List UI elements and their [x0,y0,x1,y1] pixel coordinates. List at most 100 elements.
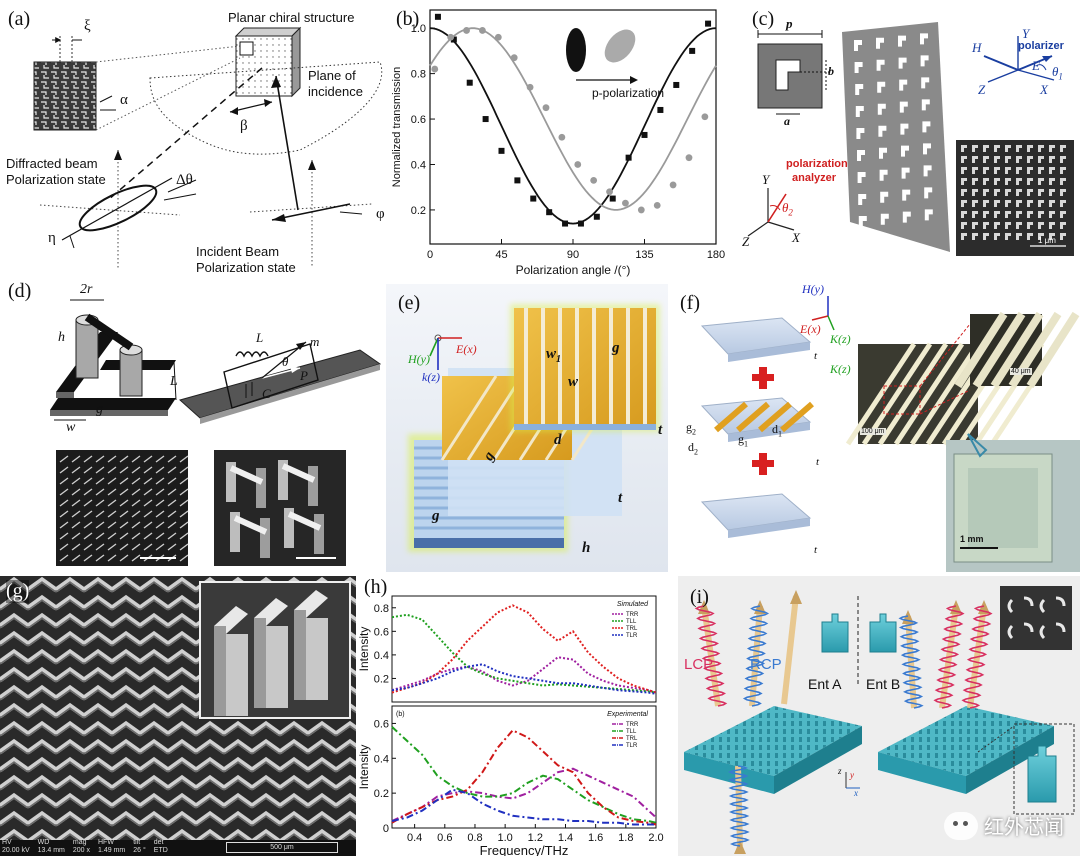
f-g2-symbol: g [686,420,692,434]
g-inset-face [254,618,266,708]
g-info-value: 13.4 mm [37,847,65,854]
d-sem2-bridge [233,515,268,535]
c-sem-element [1016,211,1022,218]
c-sheet-hole [902,189,911,201]
chart-b-point [530,195,537,202]
chart-b-xtick-label: 180 [707,249,725,261]
f-scale-big: 1 mm [960,534,984,544]
d-sem1-element [71,532,81,540]
c-sem-element [1027,189,1033,196]
f-g1-symbol: g [738,432,744,446]
d-sem1-element [83,488,93,496]
c-sem-element [961,211,967,218]
d-sem1-element [143,488,153,496]
chart-b-point [669,181,677,189]
e-h-label: h [582,540,591,556]
f-t2-label: t [816,456,820,468]
c-sem-element [961,156,967,163]
panel-g-sem [0,576,356,856]
chart-b-ellipse-black [566,28,586,72]
d-sem1-element [167,543,177,551]
wechat-icon [944,811,978,840]
g-info-label: mag [72,839,87,846]
c-sheet-hole [923,165,932,177]
c-sem-element [1049,189,1055,196]
d-sem1-element [119,455,129,463]
d-sem1-element [179,455,189,463]
c-sem-element [1005,200,1011,207]
c-sem-element [983,189,989,196]
d-sem1-element [59,543,69,551]
d-sem1-element [95,554,105,562]
chart-b-fit-line [429,27,717,225]
c-sem-element [972,156,978,163]
d-sem1-element [107,521,117,529]
i-EntB-label: Ent B [866,676,901,692]
c-sem-element [972,233,978,240]
f-g1-sub: 1 [744,439,748,449]
panel-label-b: (b) [396,8,420,30]
d-sem1-element [71,554,81,562]
beta-symbol: β [240,118,248,134]
f-g1-label: g1 [738,432,748,448]
g-scale-label: 500 μm [270,844,294,851]
chart-b-point [510,54,518,62]
c-scale-label: 1 μm [1038,236,1056,245]
chart-b-point [577,220,584,227]
c-sem-element [1060,145,1066,152]
chart-b-ytick-label: 0.6 [411,114,426,126]
d-sem1-element [167,521,177,529]
d-sem2-bridge [287,511,322,531]
planar-chiral-label: Planar chiral structure [228,10,355,25]
d-sem1-element [71,499,81,507]
chart-b-point [463,27,470,34]
c-sem-element [1049,167,1055,174]
g-info-label: HV [2,839,12,846]
d-sem2-bar [308,466,318,506]
chart-b-point [526,83,534,91]
chart-h-series-line [391,604,657,694]
d-sem1-element [179,532,189,540]
f-mid-stripe [845,342,917,446]
d-sem1-element [107,554,117,562]
chart-b-point [657,106,664,113]
d-sem1-element [155,455,165,463]
d-sem1-element [167,488,177,496]
c-sheet-hole [879,147,887,159]
diffracted-label-1: Diffracted beam [6,156,98,171]
chart-h-legend-title: Experimental [607,711,648,718]
i-beam-rcp-helix [742,605,770,707]
c-sem-element [1027,233,1033,240]
d-sem2-bar [284,508,294,548]
d-sem1-element [131,488,141,496]
c-sem-element [1038,233,1044,240]
chart-h-ytick-label: 0.8 [374,603,389,615]
g-info-label: tilt [133,839,141,846]
f-d2-sub: 2 [694,447,698,457]
c-sem-element [961,222,967,229]
chart-b-point [514,177,521,184]
chart-b-ytick-label: 0.4 [411,159,426,171]
d-sem1-element [119,488,129,496]
chart-h-sub-label: (b) [396,711,405,718]
d-sem1-element [107,477,117,485]
d-sem1-element [179,510,189,518]
d-sem1-element [83,455,93,463]
chart-b-ylabel: Normalized transmission [391,67,403,187]
c-analyzer-label-1: polarization [786,158,848,170]
chart-b-point [466,79,473,86]
d-sem1-element [107,466,117,474]
d-sem1-element [119,543,129,551]
d-circuit-L-label: L [256,330,264,345]
c-sem-element [1005,156,1011,163]
chart-b-point [546,209,553,216]
eta-symbol: η [48,230,56,246]
chart-h-xtick-label: 0.4 [407,832,422,844]
c-sem-element [1060,156,1066,163]
chart-b-point [685,154,693,162]
watermark-text: 红外芯闻 [984,817,1064,839]
c-sheet-hole [854,62,863,73]
c-sheet-hole [902,211,911,223]
c-sem-element [1027,145,1033,152]
